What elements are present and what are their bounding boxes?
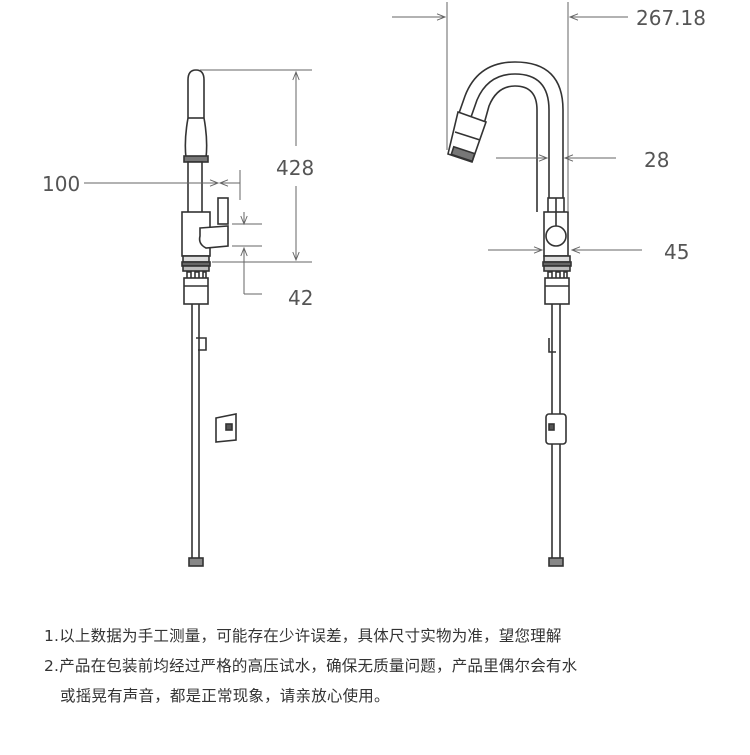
dim-428-label: 428 <box>276 156 314 180</box>
note-line-1: 1.以上数据为手工测量，可能存在少许误差，具体尺寸实物为准，望您理解 <box>44 627 562 645</box>
side-handle <box>198 225 229 249</box>
dim-100-label: 100 <box>42 172 80 196</box>
front-view <box>447 61 572 567</box>
side-spray-face <box>183 155 209 163</box>
note-line-2: 2.产品在包装前均经过严格的高压试水，确保无质量问题，产品里偶尔会有水 <box>44 657 578 675</box>
side-dimensions <box>84 69 312 295</box>
dim-45-label: 45 <box>664 240 689 264</box>
side-base-ring <box>182 255 210 263</box>
dim-42-label: 42 <box>288 286 313 310</box>
note-line-3: 或摇晃有声音，都是正常现象，请亲放心使用。 <box>60 687 390 705</box>
faucet-technical-drawing: 100 428 42 <box>42 2 706 567</box>
side-mount-nut <box>183 277 209 305</box>
dim-267-label: 267.18 <box>636 6 706 30</box>
front-handle-knob <box>545 225 567 247</box>
side-spout-head <box>184 69 208 159</box>
front-mount-nut <box>544 277 570 305</box>
front-dimensions <box>392 2 642 254</box>
side-view <box>181 69 237 567</box>
front-hose-weight <box>545 413 567 445</box>
side-lever <box>217 197 229 225</box>
side-body-column <box>187 161 203 215</box>
front-gooseneck <box>468 73 550 212</box>
dim-28-label: 28 <box>644 148 669 172</box>
